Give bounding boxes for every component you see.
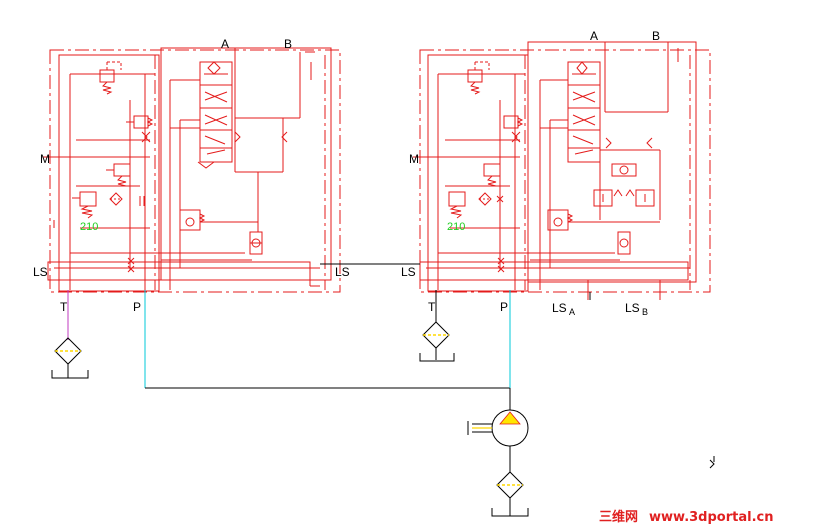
port-t-left: T [60, 300, 68, 314]
ls-gallery-right [419, 261, 689, 281]
watermark-chinese: 三维网 [599, 509, 638, 525]
relief-setting-left: 210 [80, 221, 98, 233]
port-t-right: T [428, 300, 436, 314]
tank-icon [419, 353, 455, 362]
tank-icon [491, 508, 529, 517]
port-m-left: M [40, 152, 50, 166]
pressure-compensator [503, 115, 524, 129]
port-p-left: P [133, 300, 141, 314]
relief-setting-right: 210 [447, 221, 465, 233]
relief-valve-icon [593, 189, 655, 207]
relief-valve-210 [72, 191, 97, 219]
port-b-left: B [284, 37, 292, 51]
relief-valve-icon [467, 61, 490, 95]
port-a-left: A [221, 37, 229, 51]
pressure-reducer [483, 163, 501, 187]
relief-valve-icon [99, 61, 122, 95]
filter-icon [496, 471, 524, 499]
ls-a-subscript: A [569, 307, 575, 317]
ls-gallery [47, 261, 311, 281]
shuttle-valve-icon [611, 163, 637, 177]
compensator-section [58, 54, 160, 292]
port-b-right: B [652, 29, 660, 43]
port-a-right: A [590, 29, 598, 43]
relief-valve-210 [448, 191, 466, 219]
directional-valve-icon [567, 61, 601, 163]
housing-outline [49, 49, 341, 293]
port-ls-out-left: LS [335, 265, 350, 279]
port-p-right: P [500, 300, 508, 314]
valve-block-right [413, 41, 711, 300]
housing-outline-right [419, 49, 711, 293]
shuttle-valve-icon [617, 231, 631, 255]
check-valve-icon [547, 209, 574, 231]
watermark-url: www.3dportal.cn [649, 510, 773, 525]
port-m-right: M [409, 152, 419, 166]
filter-icon [109, 192, 123, 206]
ls-b-label: LS [625, 301, 640, 315]
filter-icon [478, 192, 492, 206]
pressure-reducer [106, 163, 131, 187]
filter-icon [422, 321, 450, 349]
pump-icon [467, 409, 529, 447]
filter-icon [54, 337, 82, 365]
directional-valve-icon [197, 61, 233, 169]
tank-icon [51, 370, 89, 379]
ls-a-label: LS [552, 301, 567, 315]
valve-block-left [43, 47, 341, 293]
cursor-mark [709, 456, 715, 469]
shuttle-valve-icon [249, 231, 263, 255]
ls-b-subscript: B [642, 307, 648, 317]
check-valve-icon [179, 209, 206, 231]
port-ls-right: LS [401, 265, 416, 279]
spool-section [160, 47, 332, 281]
pressure-compensator [126, 115, 154, 129]
port-ls-left: LS [33, 265, 48, 279]
